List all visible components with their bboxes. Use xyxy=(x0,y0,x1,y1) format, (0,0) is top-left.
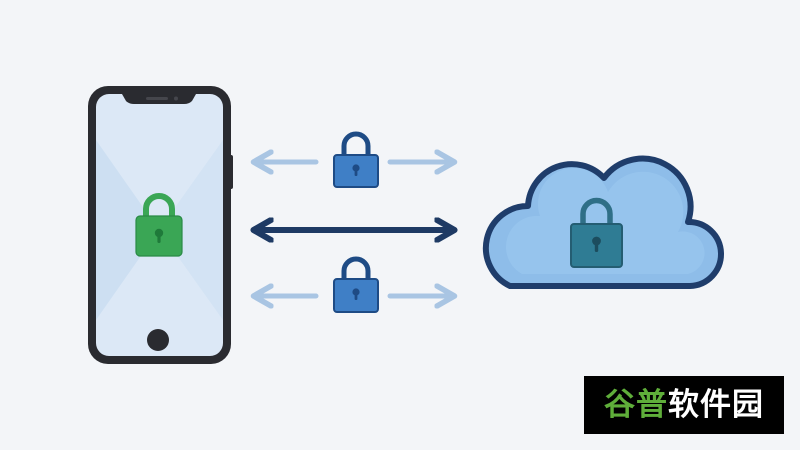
phone-screen-shade-right xyxy=(159,140,223,320)
cloud-padlock-keyhole-slot xyxy=(594,241,599,252)
phone-screen-shade-left xyxy=(96,140,159,320)
top-padlock-icon xyxy=(333,131,379,188)
cloud-icon xyxy=(482,155,724,289)
top-padlock-keyhole-slot xyxy=(354,168,358,176)
watermark-text-rest: 软件园 xyxy=(668,386,764,423)
phone-padlock-shackle xyxy=(143,193,175,222)
watermark-text-highlight: 谷普 xyxy=(604,386,668,423)
phone-speaker xyxy=(146,97,168,100)
bottom-padlock-icon xyxy=(333,256,379,313)
cloud-inner-highlight xyxy=(505,167,705,274)
phone-camera xyxy=(174,96,178,101)
phone-padlock-icon xyxy=(135,193,183,257)
arrows xyxy=(256,162,452,296)
top-padlock-shackle xyxy=(341,131,371,161)
cloud-padlock-shackle xyxy=(580,197,613,231)
bottom-padlock-shackle xyxy=(341,256,371,283)
watermark-logo: 谷普软件园 xyxy=(584,376,784,434)
cloud-padlock-icon xyxy=(570,197,623,268)
phone-home-button xyxy=(147,329,169,351)
phone-padlock-keyhole-slot xyxy=(157,233,161,243)
bottom-padlock-keyhole-slot xyxy=(354,292,358,300)
